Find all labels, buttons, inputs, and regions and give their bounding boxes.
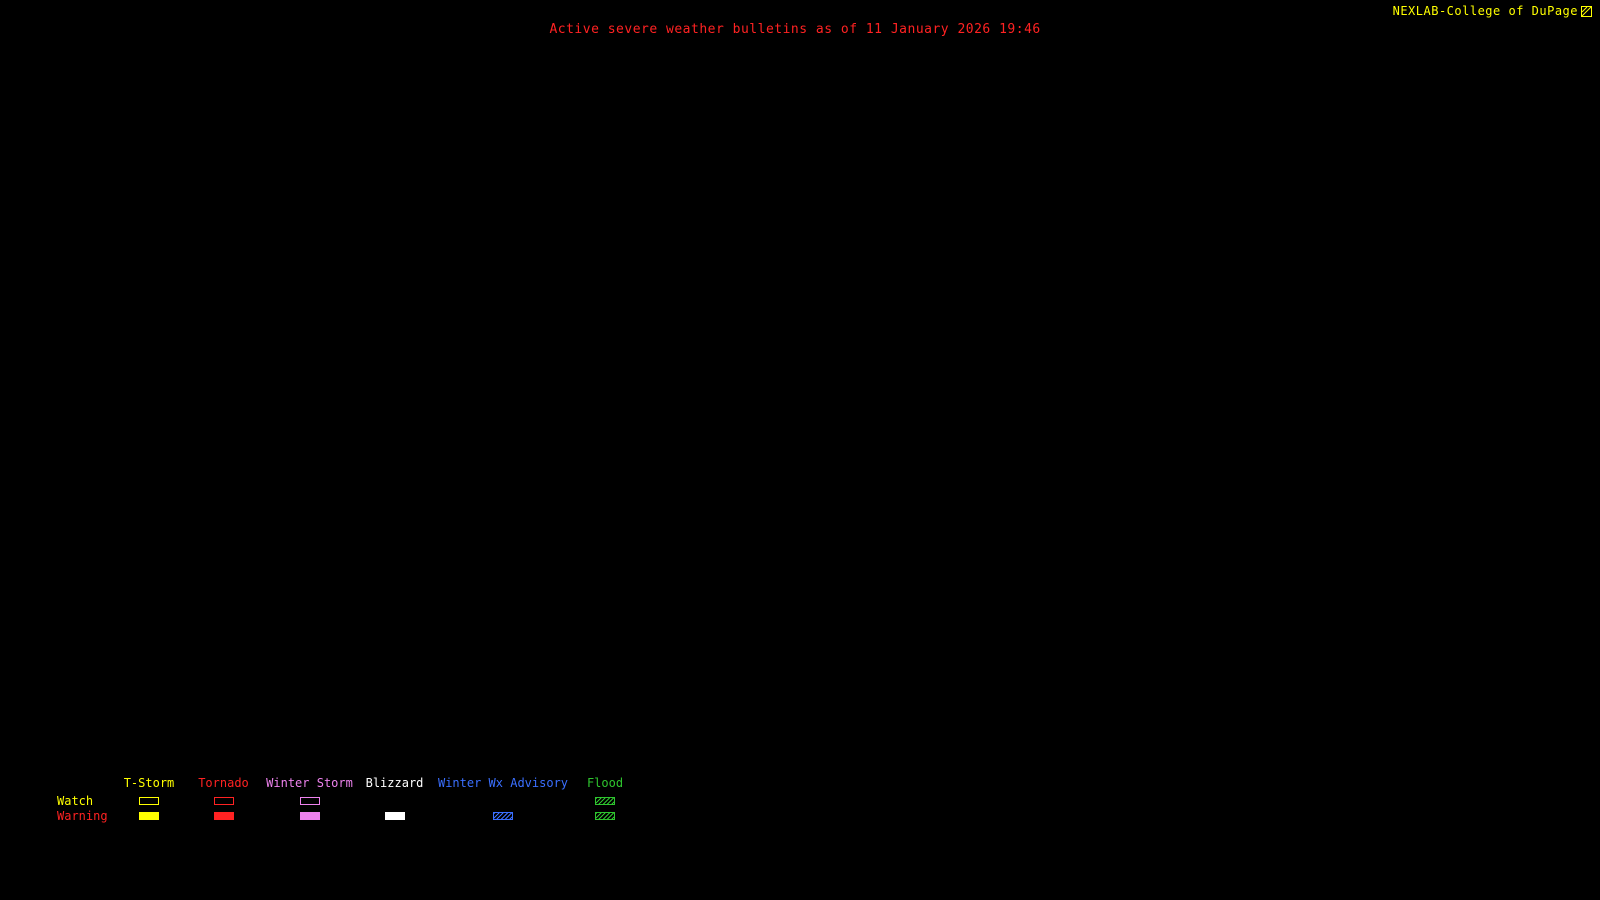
legend: T-Storm Tornado Winter Storm Blizzard Wi… [50, 776, 633, 823]
legend-swatch-cell [577, 808, 633, 823]
legend-swatch-cell [188, 793, 259, 808]
watch-swatch-flood [595, 796, 615, 805]
legend-header-tornado: Tornado [198, 776, 249, 790]
legend-swatch-cell [259, 793, 360, 808]
legend-header-tstorm: T-Storm [123, 776, 175, 790]
warning-swatch-flood [595, 811, 615, 820]
legend-swatch-cell [360, 808, 429, 823]
legend-row-label-warning: Warning [57, 808, 108, 823]
warning-swatch-tornado [213, 811, 234, 820]
legend-row-label-watch: Watch [57, 793, 94, 808]
warning-swatch-winter-storm [299, 811, 320, 820]
legend-swatch-cell [110, 793, 188, 808]
warning-swatch-blizzard [384, 811, 405, 820]
warning-swatch-tstorm [139, 811, 159, 820]
legend-header-flood: Flood [586, 776, 624, 790]
legend-swatch-cell [110, 808, 188, 823]
branding-label: NEXLAB-College of DuPage [1392, 4, 1578, 18]
legend-header-winter-storm: Winter Storm [266, 776, 353, 790]
legend-swatch-cell [429, 793, 577, 808]
branding: NEXLAB-College of DuPage [1393, 4, 1592, 18]
warning-swatch-winter-wx-advisory [493, 811, 513, 820]
legend-header-winter-wx-advisory: Winter Wx Advisory [437, 776, 569, 790]
watch-swatch-winter-storm [299, 796, 320, 805]
legend-header-blizzard: Blizzard [365, 776, 424, 790]
legend-swatch-cell [259, 808, 360, 823]
legend-swatch-cell [577, 793, 633, 808]
cod-logo-icon [1581, 5, 1592, 17]
legend-swatch-cell [188, 808, 259, 823]
legend-swatch-cell [429, 808, 577, 823]
legend-swatch-cell [360, 793, 429, 808]
page-title: Active severe weather bulletins as of 11… [549, 22, 1041, 37]
watch-swatch-tstorm [139, 796, 159, 805]
watch-swatch-tornado [213, 796, 234, 805]
